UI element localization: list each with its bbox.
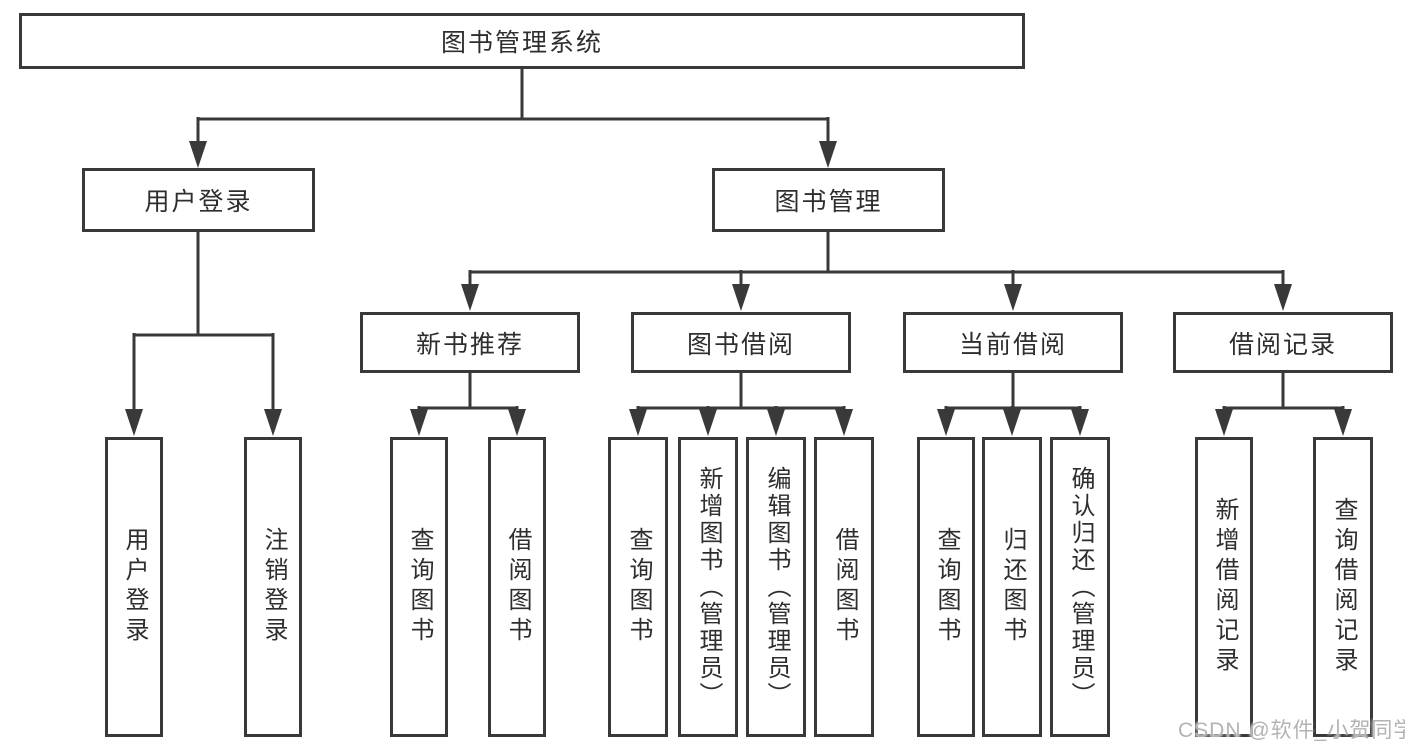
arrowhead	[699, 409, 717, 436]
leaf-logout: 注销登录	[244, 437, 302, 737]
arrowhead	[1215, 409, 1233, 436]
arrowhead	[732, 284, 750, 311]
leaf-add-books-admin: 新增图书（管理员）	[678, 437, 738, 737]
arrowhead	[835, 409, 853, 436]
connector-book-management-to-level3	[461, 232, 1292, 311]
leaf-add-borrow-record: 新增借阅记录	[1195, 437, 1253, 737]
connector-borrowing-records-to-leaves	[1215, 373, 1352, 436]
leaf-query-borrow-record: 查询借阅记录	[1313, 437, 1373, 737]
node-borrowing-records: 借阅记录	[1173, 312, 1393, 373]
arrowhead	[937, 409, 955, 436]
arrowhead	[629, 409, 647, 436]
arrowhead	[1334, 409, 1352, 436]
connector-user-login-to-leaves	[125, 232, 282, 436]
connector-book-borrowing-to-leaves	[629, 373, 853, 436]
arrowhead	[767, 409, 785, 436]
arrowhead	[1071, 409, 1089, 436]
arrowhead	[461, 284, 479, 311]
arrowhead	[189, 141, 207, 168]
arrowhead	[125, 409, 143, 436]
leaf-return-books: 归还图书	[982, 437, 1042, 737]
leaf-borrow-books-borrowing: 借阅图书	[814, 437, 874, 737]
arrowhead	[1004, 284, 1022, 311]
arrowhead	[264, 409, 282, 436]
node-user-login: 用户登录	[82, 168, 315, 232]
arrowhead	[508, 409, 526, 436]
leaf-query-books-current: 查询图书	[917, 437, 975, 737]
arrowhead	[1003, 409, 1021, 436]
node-book-management: 图书管理	[712, 168, 945, 232]
leaf-user-login: 用户登录	[105, 437, 163, 737]
node-new-book-recommend: 新书推荐	[360, 312, 580, 373]
leaf-edit-books-admin: 编辑图书（管理员）	[746, 437, 806, 737]
node-current-borrowing: 当前借阅	[903, 312, 1123, 373]
connector-current-borrowing-to-leaves	[937, 373, 1089, 436]
leaf-confirm-return-admin: 确认归还（管理员）	[1050, 437, 1110, 737]
arrowhead	[1274, 284, 1292, 311]
connector-new-book-recommend-to-leaves	[410, 373, 526, 436]
arrowhead	[819, 141, 837, 168]
leaf-query-books-new-recommend: 查询图书	[390, 437, 448, 737]
connector-root-to-level2	[189, 69, 837, 168]
node-library-management-system: 图书管理系统	[19, 13, 1025, 69]
csdn-watermark: CSDN @软件_小贺同学	[1178, 719, 1405, 742]
leaf-query-books-borrowing: 查询图书	[608, 437, 668, 737]
leaf-borrow-books-new-recommend: 借阅图书	[488, 437, 546, 737]
arrowhead	[410, 409, 428, 436]
node-book-borrowing: 图书借阅	[631, 312, 851, 373]
